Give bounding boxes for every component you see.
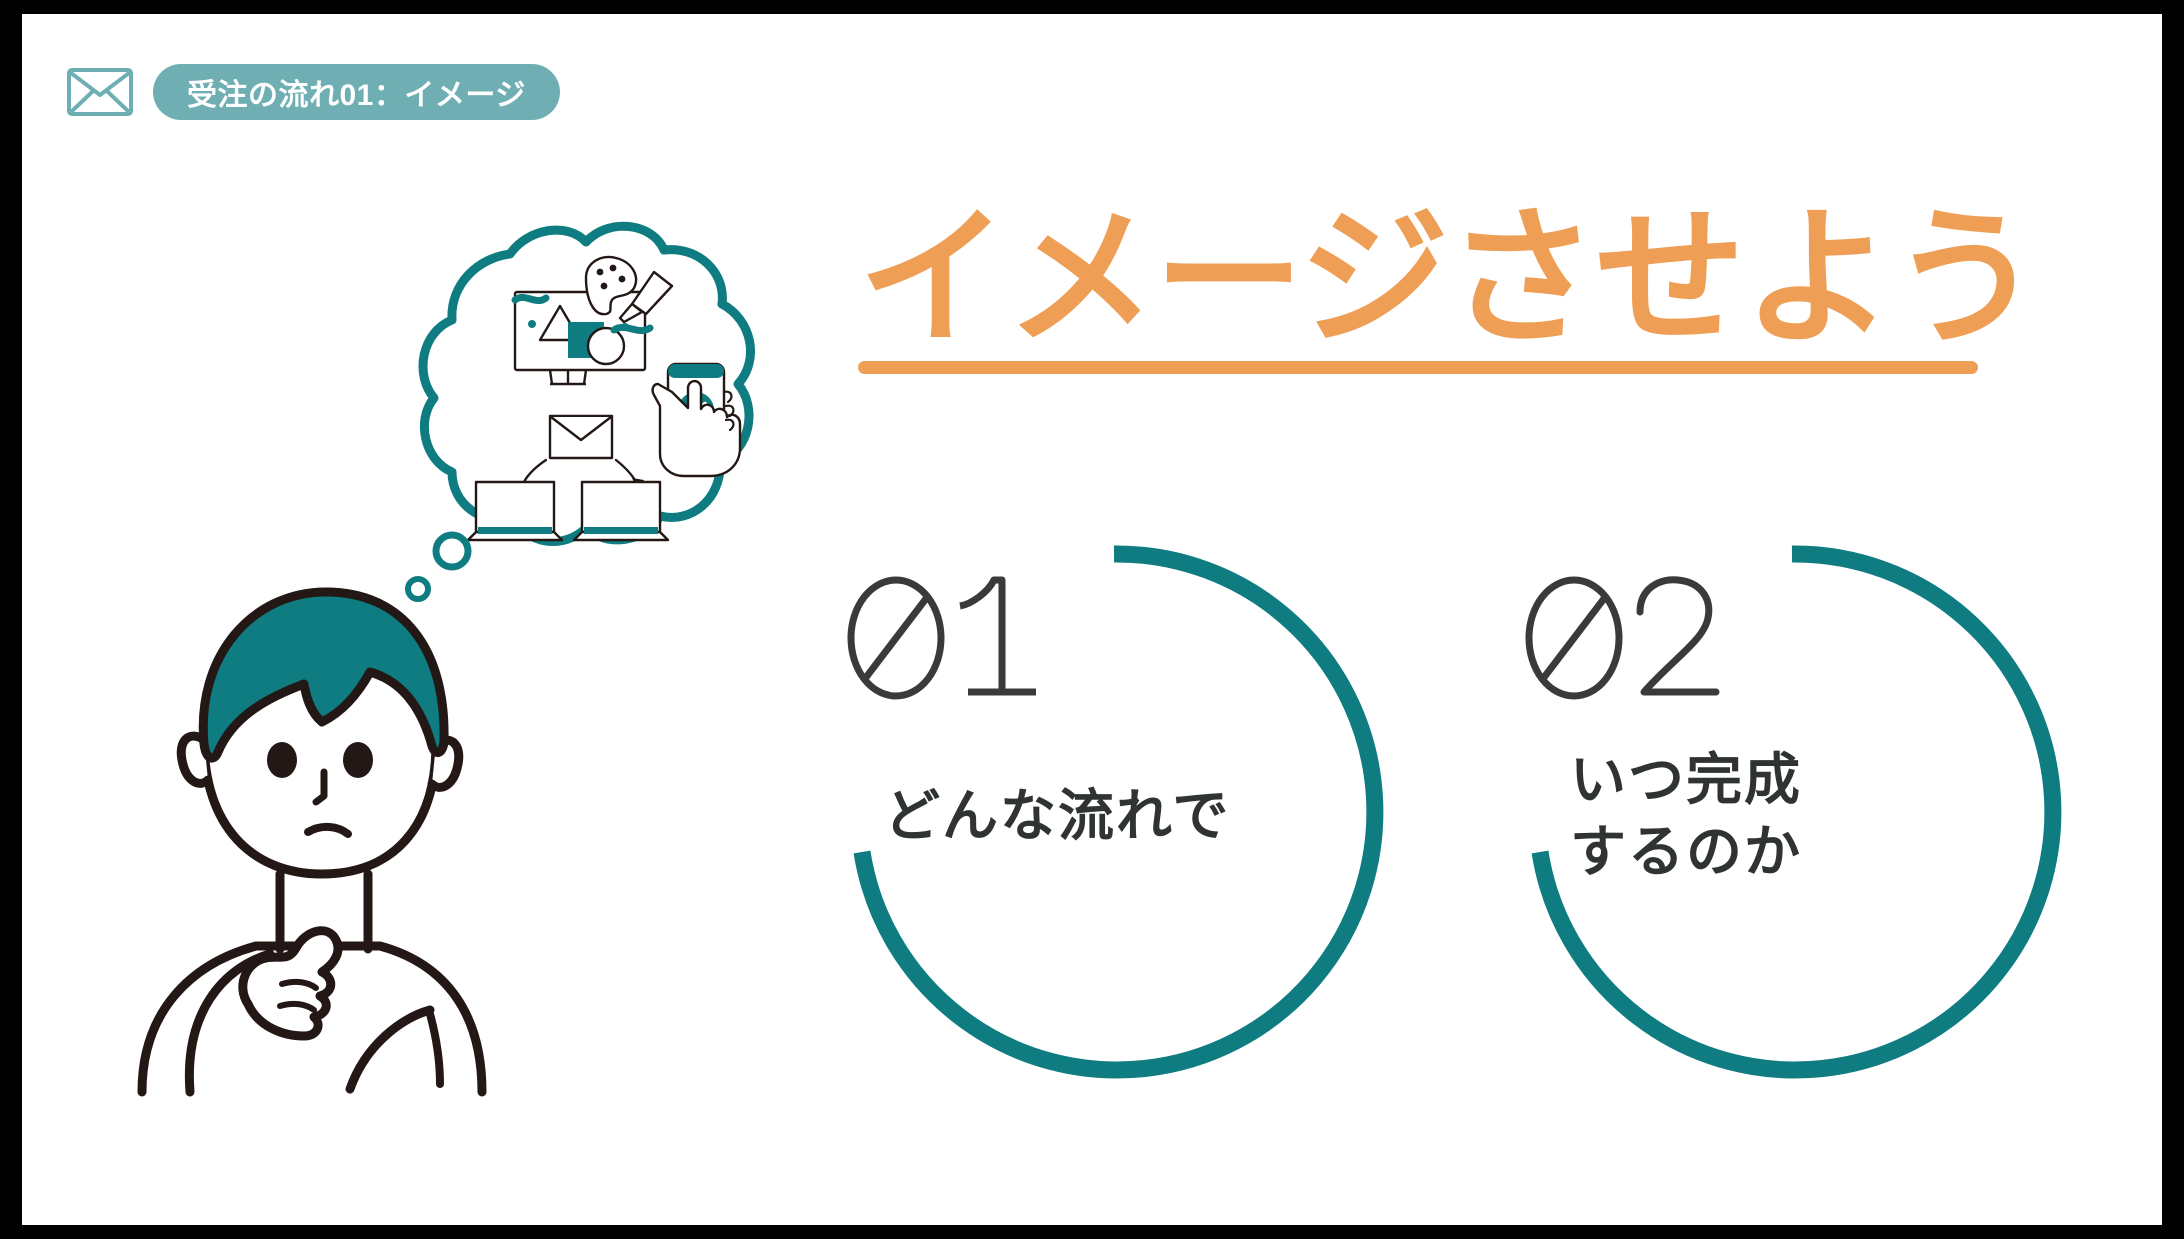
title-underline xyxy=(858,361,1978,374)
page-title: イメージさせよう xyxy=(858,194,2041,374)
step-card-02: いつ完成 するのか xyxy=(1512,532,2072,1092)
circle-arc-02 xyxy=(1531,545,2062,1079)
slide-canvas: 受注の流れ01：イメージ イメージさせよう xyxy=(22,14,2162,1225)
step-label-02-line1: いつ完成 xyxy=(1570,748,1802,811)
step-label-01: どんな流れで xyxy=(884,784,1231,847)
section-badge: 受注の流れ01：イメージ xyxy=(153,64,560,120)
thought-bubble-illustration xyxy=(410,210,770,560)
step-label-02-line2: するのか xyxy=(1570,819,1802,883)
slide-header: 受注の流れ01：イメージ xyxy=(67,64,560,120)
thinking-person-illustration xyxy=(130,544,510,1099)
thought-bubble-dots xyxy=(392,529,482,609)
circle-arc-01 xyxy=(853,545,1384,1079)
step-number-02 xyxy=(1520,568,1730,708)
step-number-01 xyxy=(842,568,1052,708)
mail-envelope-icon xyxy=(67,68,133,116)
page-title-text: イメージさせよう xyxy=(858,194,2041,362)
step-label-02: いつ完成 するのか xyxy=(1570,744,1990,887)
step-card-01: どんな流れで xyxy=(834,532,1394,1092)
